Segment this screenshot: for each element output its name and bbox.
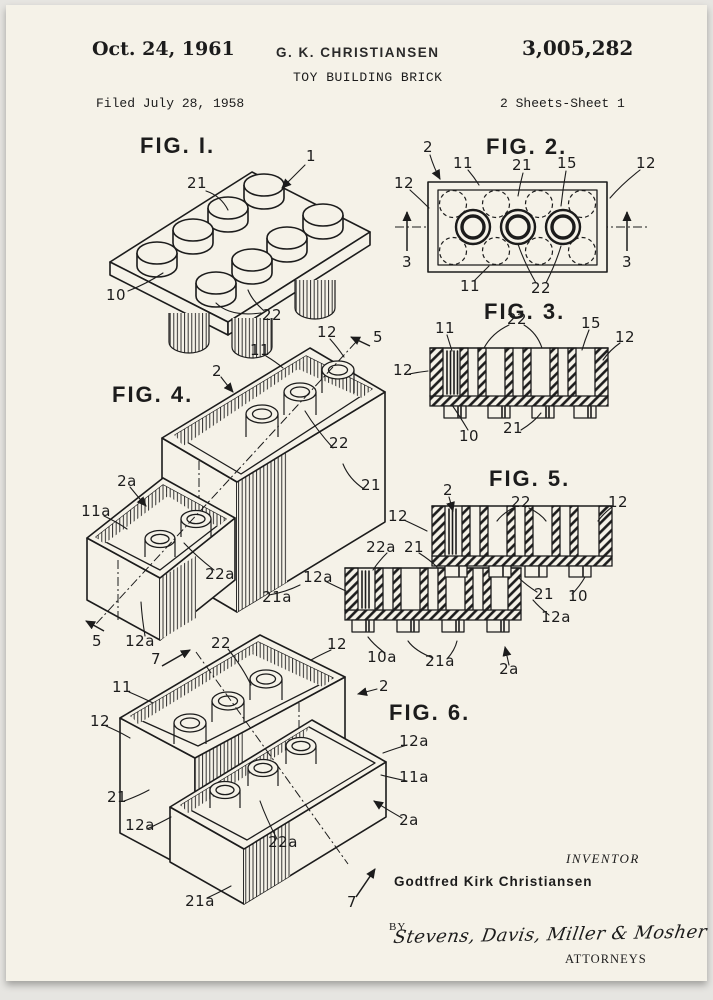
invention-title: TOY BUILDING BRICK bbox=[293, 70, 443, 85]
fig1-leaders bbox=[128, 165, 305, 314]
inventor-fullname: Godtfred Kirk Christiansen bbox=[394, 874, 593, 889]
inventor-caption: INVENTOR bbox=[566, 851, 640, 866]
patent-number: 3,005,282 bbox=[522, 36, 634, 60]
fig5-leaders bbox=[325, 497, 612, 665]
inventor-shortname: G. K. CHRISTIANSEN bbox=[276, 45, 440, 60]
fig4-leaders bbox=[104, 339, 364, 636]
fig5-drawing bbox=[325, 497, 612, 665]
by-label: BY bbox=[389, 921, 407, 933]
fig1-drawing bbox=[110, 165, 370, 358]
attorneys-caption: ATTORNEYS bbox=[565, 952, 647, 966]
fig6-leaders bbox=[106, 649, 407, 898]
filed-date: Filed July 28, 1958 bbox=[96, 96, 245, 111]
patent-date: Oct. 24, 1961 bbox=[92, 38, 235, 60]
sheet-label: 2 Sheets-Sheet 1 bbox=[500, 96, 625, 111]
fig2-leaders bbox=[410, 155, 640, 283]
fig3-leaders bbox=[409, 325, 620, 430]
fig3-drawing bbox=[409, 325, 620, 430]
fig4-drawing bbox=[85, 337, 385, 640]
fig6-drawing bbox=[106, 635, 407, 904]
fig2-drawing bbox=[395, 155, 648, 283]
patent-sheet: Oct. 24, 1961 G. K. CHRISTIANSEN 3,005,2… bbox=[6, 5, 709, 981]
